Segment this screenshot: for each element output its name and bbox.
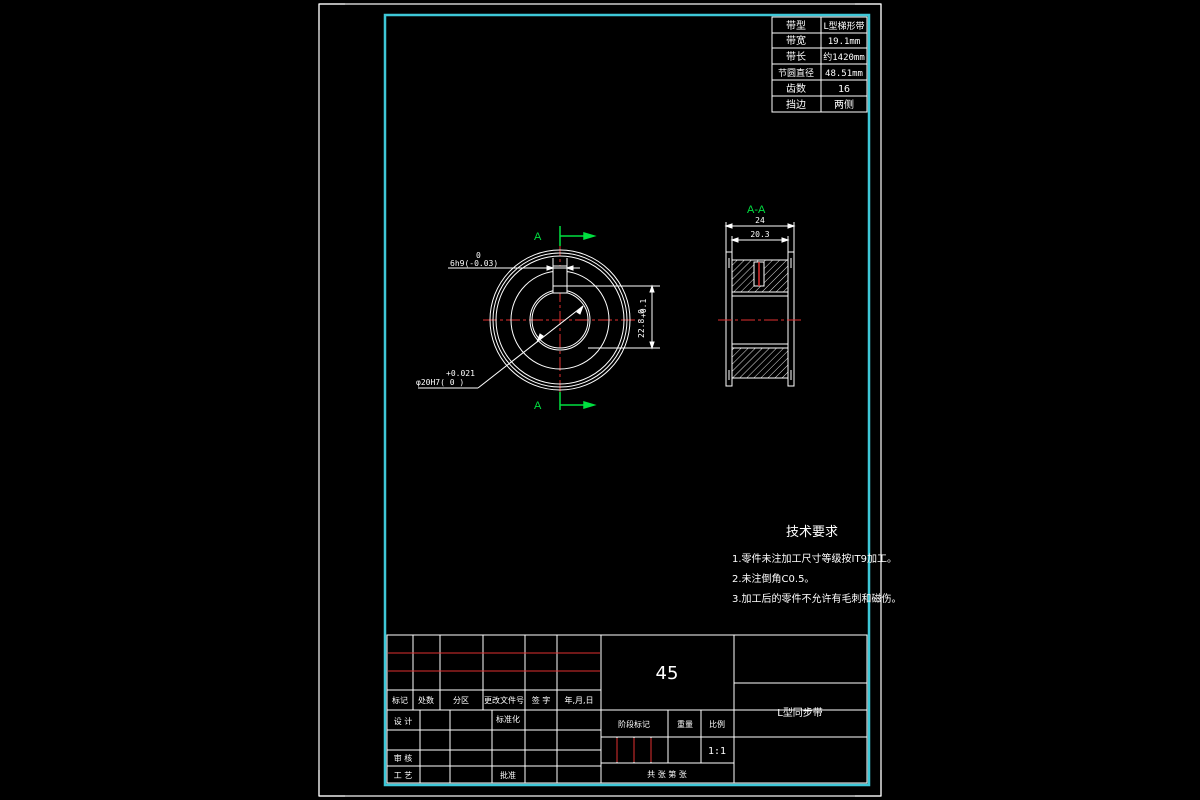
tech-requirement-1: 1.零件未注加工尺寸等级按IT9加工。 xyxy=(732,552,897,565)
keyway xyxy=(552,265,568,294)
bore-diameter-leader xyxy=(418,305,584,389)
keyway-depth-label: 22.8 0 xyxy=(637,309,646,338)
front-view: 0 6h9(-0.03) +0.021 φ20H7( 0 ) +0.1 22.8… xyxy=(416,226,660,412)
process-label: 工 艺 xyxy=(394,771,413,780)
keyway-depth-dimension xyxy=(567,284,660,350)
design-label: 设 计 xyxy=(394,716,413,726)
keyway-depth-tol: +0.1 xyxy=(639,299,648,318)
rev-header-count: 处数 xyxy=(418,695,434,705)
spec-label-belt-type: 带型 xyxy=(786,19,806,32)
inner-width-label: 20.3 xyxy=(750,230,769,239)
approve-label: 批准 xyxy=(500,770,516,780)
stage-mark-label: 阶段标记 xyxy=(618,719,650,729)
spec-value-flange: 两侧 xyxy=(834,98,854,111)
bore-tol-top: +0.021 xyxy=(446,369,475,378)
spec-value-belt-type: L型梯形带 xyxy=(823,20,864,32)
rev-header-date: 年,月,日 xyxy=(564,695,593,705)
material-value: 45 xyxy=(656,663,679,684)
rev-header-zone: 分区 xyxy=(453,696,469,705)
tech-requirements-title: 技术要求 xyxy=(786,525,838,540)
overall-width-label: 24 xyxy=(755,216,765,225)
spec-label-flange: 挡边 xyxy=(786,98,806,111)
scale-label: 比例 xyxy=(709,719,725,729)
section-letter-top: A xyxy=(534,231,542,243)
review-label: 审 核 xyxy=(394,753,413,763)
section-marker-top xyxy=(559,226,597,246)
section-marker-bottom xyxy=(559,392,597,410)
title-block: 标记 处数 分区 更改文件号 签 字 年,月,日 设 计 标准化 审 核 工 艺… xyxy=(386,634,868,784)
spec-value-belt-length: 约1420mm xyxy=(823,51,865,63)
tech-requirement-3: 3.加工后的零件不允许有毛刺和磁伤。 xyxy=(732,592,902,605)
rev-header-mark: 标记 xyxy=(392,695,408,705)
tech-requirements: 技术要求 1.零件未注加工尺寸等级按IT9加工。 2.未注倒角C0.5。 3.加… xyxy=(732,525,902,605)
drawing-frame xyxy=(383,13,871,787)
keyway-width-label: 6h9(-0.03) xyxy=(450,259,498,268)
section-view-title: A-A xyxy=(747,204,766,216)
spec-value-belt-width: 19.1mm xyxy=(828,37,861,47)
tech-requirement-2: 2.未注倒角C0.5。 xyxy=(732,572,814,585)
scale-value: 1:1 xyxy=(708,746,726,757)
sheet-border xyxy=(318,3,882,797)
keyway-tol-top: 0 xyxy=(476,251,481,260)
spec-value-pitch-diameter: 48.51mm xyxy=(825,69,863,79)
weight-label: 重量 xyxy=(677,719,693,729)
spec-label-pitch-diameter: 节圆直径 xyxy=(778,67,814,79)
standardize-label: 标准化 xyxy=(496,714,520,724)
rev-header-sign: 签 字 xyxy=(532,695,551,705)
section-hatch-bottom xyxy=(731,347,789,379)
bore-diameter-label: φ20H7( 0 ) xyxy=(416,378,464,387)
part-name: L型同步带 xyxy=(777,706,823,719)
spec-label-teeth: 齿数 xyxy=(786,82,806,95)
keyway-width-dimension xyxy=(448,258,580,271)
sheet-info: 共 张 第 张 xyxy=(647,769,687,779)
section-view: A-A 24 20.3 xyxy=(718,204,804,387)
spec-label-belt-width: 带宽 xyxy=(786,34,806,47)
rev-header-doc: 更改文件号 xyxy=(484,695,524,705)
spec-table-labels: 带型 L型梯形带 带宽 19.1mm 带长 约1420mm 节圆直径 48.51… xyxy=(778,19,865,111)
section-letter-bottom: A xyxy=(534,400,542,412)
spec-value-teeth: 16 xyxy=(838,84,850,95)
spec-label-belt-length: 带长 xyxy=(786,51,806,63)
spec-table xyxy=(771,16,868,113)
